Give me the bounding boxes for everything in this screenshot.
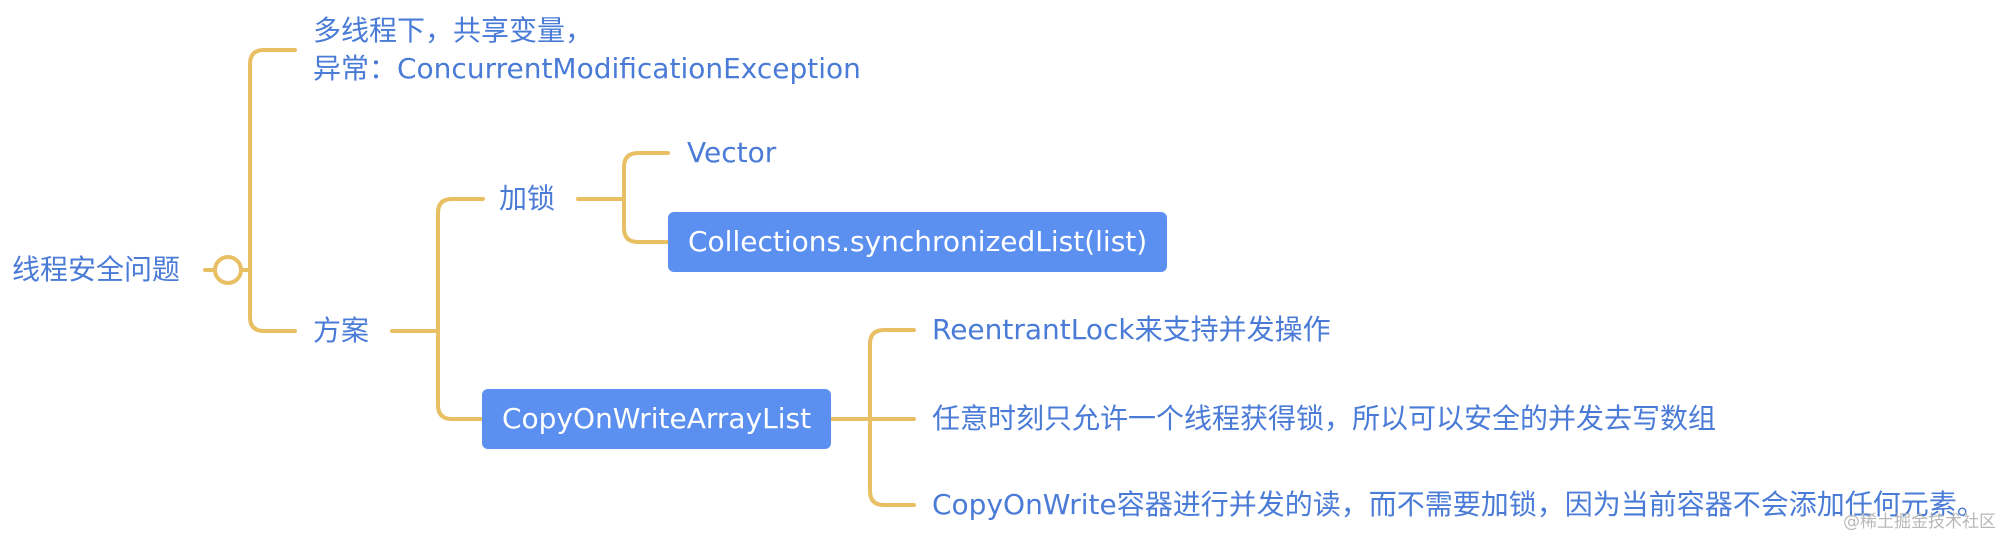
- solution-topic[interactable]: 方案: [313, 314, 370, 347]
- watermark: @稀土掘金技术社区: [1843, 512, 1996, 532]
- copy-on-write-topic[interactable]: CopyOnWriteArrayList: [482, 389, 832, 449]
- problem-line-1: 多线程下，共享变量，: [313, 14, 594, 47]
- lock-free-read-topic[interactable]: CopyOnWrite容器进行并发的读，而不需要加锁，因为当前容器不会添加任何元…: [932, 488, 1985, 521]
- root-collapse-toggle: [213, 255, 243, 285]
- reentrant-lock-topic[interactable]: ReentrantLock来支持并发操作: [932, 313, 1331, 346]
- root-branch: [248, 48, 297, 333]
- lock-branch: [622, 151, 670, 244]
- single-writer-topic[interactable]: 任意时刻只允许一个线程获得锁，所以可以安全的并发去写数组: [932, 402, 1717, 435]
- solution-branch: [436, 197, 485, 421]
- root-topic[interactable]: 线程安全问题: [12, 253, 181, 286]
- vector-topic[interactable]: Vector: [687, 136, 777, 169]
- problem-topic[interactable]: 多线程下，共享变量， 异常：ConcurrentModificationExce…: [313, 12, 861, 88]
- cow-branch: [868, 328, 916, 507]
- synchronized-list-topic[interactable]: Collections.synchronizedList(list): [668, 212, 1168, 272]
- problem-line-2: 异常：ConcurrentModificationException: [313, 52, 861, 85]
- lock-topic[interactable]: 加锁: [499, 182, 556, 215]
